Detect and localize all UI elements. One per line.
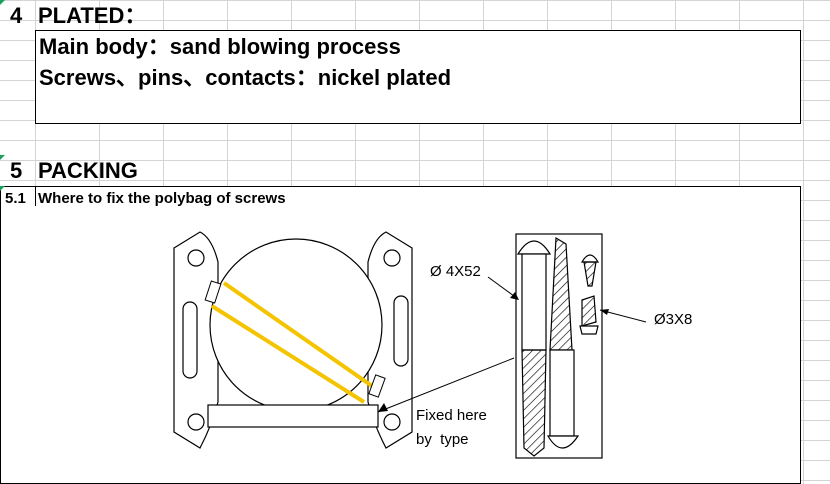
subsection-divider [35, 186, 36, 206]
cell-marker [0, 0, 5, 5]
fixed-here-label: Fixed here [416, 407, 487, 424]
small-screw-label: Ø3X8 [654, 311, 693, 328]
section-4-number: 4 [10, 3, 23, 28]
big-screw-label: Ø 4X52 [430, 263, 481, 280]
cell-marker [0, 155, 5, 160]
plated-box: Main body：sand blowing process Screws、pi… [35, 30, 801, 124]
section-5-number: 5 [10, 158, 23, 183]
subsection-number: 5.1 [5, 190, 26, 207]
tape-strips [204, 280, 386, 404]
screw-bag [515, 233, 603, 459]
polybag [207, 404, 379, 428]
subsection-title: Where to fix the polybag of screws [38, 190, 286, 207]
plated-line-screws: Screws、pins、contacts：nickel plated [39, 65, 452, 90]
cell-marker [0, 186, 5, 191]
by-type-label: by type [416, 431, 469, 448]
plated-line-main-body: Main body：sand blowing process [39, 34, 401, 59]
polybag-leader [377, 357, 515, 413]
section-4-title: PLATED： [38, 3, 147, 28]
section-5-title: PACKING [38, 158, 138, 183]
